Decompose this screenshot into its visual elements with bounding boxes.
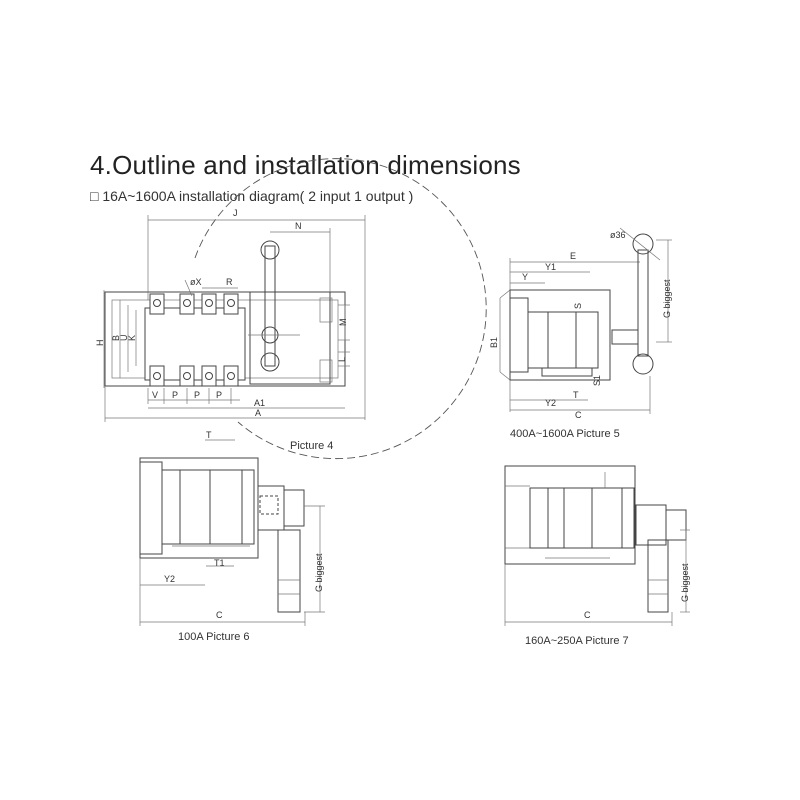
picture-6-drawing: T G biggest T1 Y2 C 100A Picture 6 [139, 430, 325, 643]
handle-400a [611, 227, 661, 375]
top-terminals [149, 293, 239, 315]
handle-100a [257, 485, 305, 613]
switch-body-400a [509, 289, 611, 381]
handle-rotation-circle [194, 158, 487, 459]
label-C-p5: C [575, 410, 582, 420]
picture-4-drawing: J N øX R H B U K M L V P P P [95, 158, 487, 459]
label-S: S [573, 303, 583, 309]
label-E: E [570, 251, 576, 261]
label-G-biggest-p5: G biggest [662, 279, 672, 318]
label-T1-p6: T1 [214, 558, 225, 568]
label-A1: A1 [254, 398, 265, 408]
label-R: R [226, 277, 233, 287]
label-Y1: Y1 [545, 262, 556, 272]
picture-7-drawing: G biggest C 160A~250A Picture 7 [504, 465, 690, 647]
label-B1: B1 [489, 337, 499, 348]
handle [248, 240, 300, 372]
caption-picture-5: 400A~1600A Picture 5 [510, 428, 620, 440]
label-P3: P [216, 390, 222, 400]
label-S1: S1 [592, 375, 602, 386]
label-A: A [255, 408, 261, 418]
label-G-biggest-p7: G biggest [680, 563, 690, 602]
caption-picture-6: 100A Picture 6 [178, 631, 250, 643]
label-C-p7: C [584, 610, 591, 620]
label-L: L [337, 357, 347, 362]
label-P1: P [172, 390, 178, 400]
switch-body-160a [504, 465, 636, 565]
section-heading: 4.Outline and installation dimensions [90, 150, 521, 180]
label-C-p6: C [216, 610, 223, 620]
label-P2: P [194, 390, 200, 400]
bottom-terminals [149, 365, 239, 387]
label-H: H [95, 340, 105, 347]
label-T-p5: T [573, 390, 579, 400]
label-V: V [152, 390, 158, 400]
label-Y2-p5: Y2 [545, 398, 556, 408]
label-Y: Y [522, 272, 528, 282]
label-B: B [111, 335, 121, 341]
label-T-p6: T [206, 430, 212, 440]
caption-picture-7: 160A~250A Picture 7 [525, 635, 629, 647]
label-N: N [295, 221, 302, 231]
label-G-biggest-p6: G biggest [314, 553, 324, 592]
label-M: M [338, 319, 348, 327]
section-subheading: □ 16A~1600A installation diagram( 2 inpu… [90, 188, 414, 204]
picture-5-drawing: E Y1 Y S B1 ø36 G biggest T S1 [489, 227, 672, 440]
caption-picture-4: Picture 4 [290, 440, 333, 452]
label-phi36: ø36 [610, 230, 626, 240]
handle-160a [635, 504, 687, 613]
label-Y2-p6: Y2 [164, 574, 175, 584]
label-phiX: øX [190, 277, 202, 287]
label-U: U [119, 335, 129, 342]
label-J: J [233, 208, 238, 218]
label-K: K [127, 335, 137, 341]
switch-body-100a [139, 457, 259, 559]
operating-mechanism [249, 291, 331, 385]
